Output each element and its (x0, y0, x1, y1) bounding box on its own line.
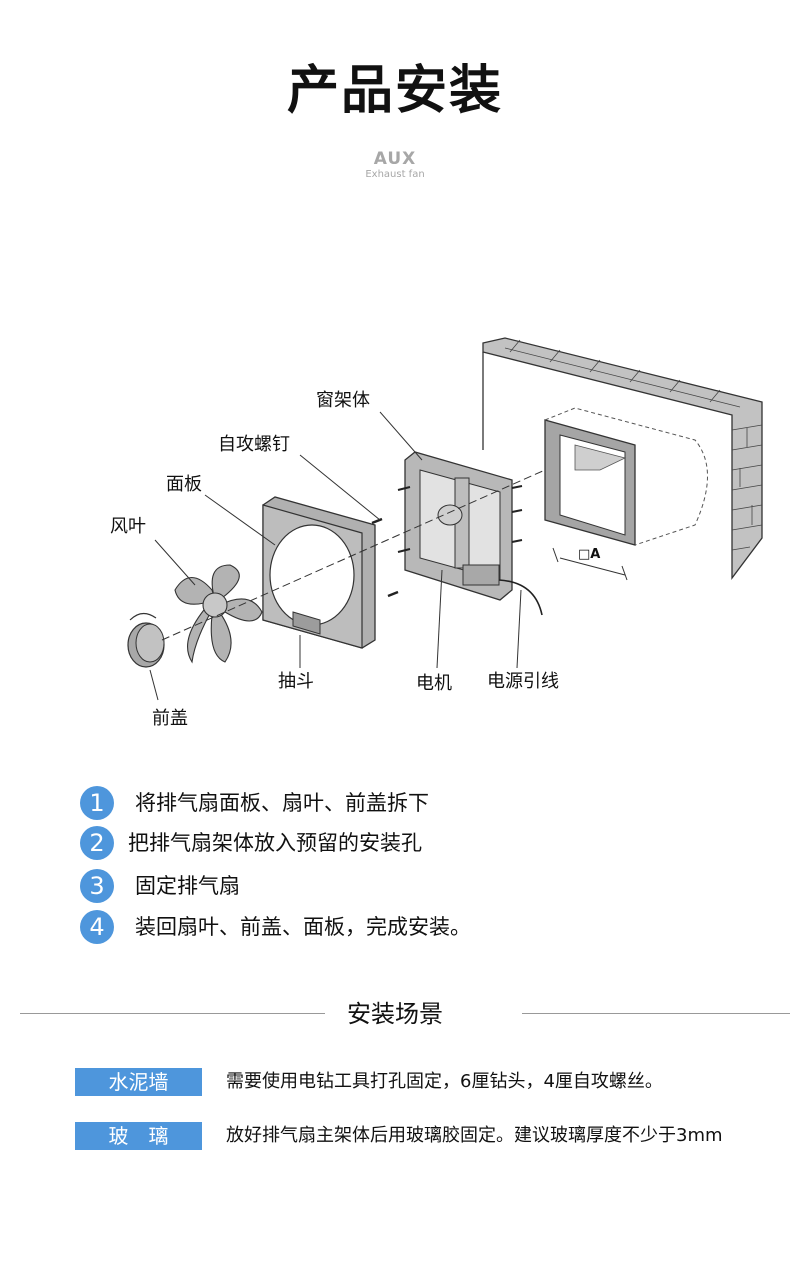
brand-subtitle: Exhaust fan (365, 169, 425, 180)
installation-diagram: 窗架体 自攻螺钉 面板 风叶 抽斗 电机 电源引线 前盖 □A (110, 337, 763, 729)
brand-name: AUX (373, 149, 417, 169)
label-dimension: □A (578, 547, 600, 562)
label-fan-blade: 风叶 (110, 516, 146, 537)
step-number-badge: 4 (80, 910, 114, 944)
scene-tag: 水泥墙 (75, 1068, 202, 1096)
panel-part (262, 496, 376, 649)
scene-description: 放好排气扇主架体后用玻璃胶固定。建议玻璃厚度不少于3mm (226, 1125, 723, 1146)
page-title: 产品安装 (286, 61, 503, 121)
assembly-axis (161, 469, 546, 641)
step-number-badge: 3 (80, 869, 114, 903)
power-cord (498, 579, 543, 616)
brand-logo: AUX Exhaust fan (0, 150, 790, 182)
scene-tag: 玻 璃 (75, 1122, 202, 1150)
step-number-badge: 1 (80, 786, 114, 820)
step-text: 将排气扇面板、扇叶、前盖拆下 (135, 791, 429, 815)
label-self-tapping-screw: 自攻螺钉 (218, 434, 290, 455)
front-cover-part (127, 612, 165, 668)
brick-wall (482, 337, 763, 580)
label-front-cover: 前盖 (152, 708, 188, 729)
section-header: 安装场景 (0, 996, 790, 1032)
wall-opening (544, 407, 708, 581)
label-motor: 电机 (416, 673, 452, 694)
fan-blade-part (174, 564, 263, 664)
step-text: 装回扇叶、前盖、面板，完成安装。 (135, 915, 471, 939)
label-window-frame: 窗架体 (316, 390, 370, 411)
label-panel: 面板 (166, 474, 202, 495)
label-drawer: 抽斗 (278, 671, 314, 692)
leader-lines (149, 411, 522, 701)
step-text: 把排气扇架体放入预留的安装孔 (128, 831, 422, 855)
section-divider-right (522, 1013, 790, 1014)
section-title: 安装场景 (347, 1000, 443, 1028)
label-power-cord: 电源引线 (487, 671, 559, 692)
step-text: 固定排气扇 (135, 874, 240, 898)
step-number-badge: 2 (80, 826, 114, 860)
scene-description: 需要使用电钻工具打孔固定，6厘钻头，4厘自攻螺丝。 (226, 1071, 663, 1092)
section-divider-left (20, 1013, 325, 1014)
screw-marks (371, 517, 399, 598)
window-frame-part (397, 451, 523, 601)
